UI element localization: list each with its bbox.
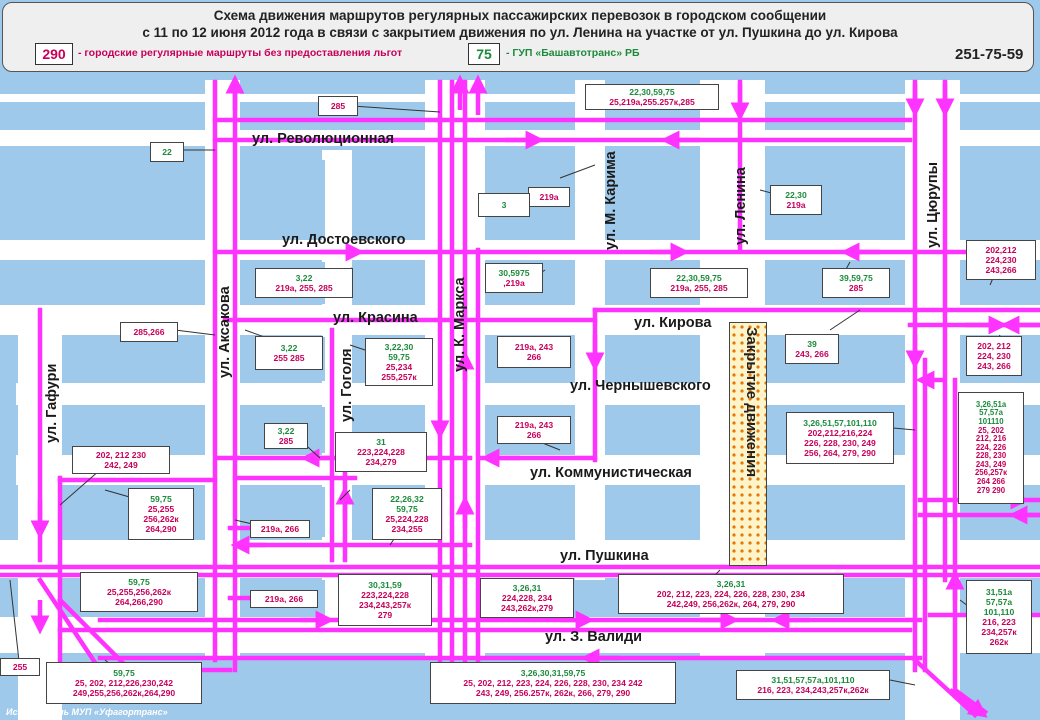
route-label: 202, 212 224, 230 243, 266: [966, 336, 1022, 376]
header-title-line1: Схема движения маршрутов регулярных пасс…: [213, 8, 827, 23]
route-label: 219а: [528, 187, 570, 207]
route-label: 285: [318, 96, 358, 116]
street-revolyutsionnaya: ул. Революционная: [252, 131, 395, 147]
legend-bash-text: - ГУП «Башавтотранс» РБ: [506, 47, 640, 59]
route-label: 219а, 243 266: [497, 336, 571, 368]
route-arrows: [30, 74, 1040, 718]
route-label: 202,212 224,230 243,266: [966, 240, 1036, 280]
street-aksakova: ул. Аксакова: [217, 286, 233, 378]
street-gafuri: ул. Гафури: [44, 363, 60, 443]
street-m-karima: ул. М. Карима: [603, 151, 619, 250]
route-label: 22: [150, 142, 184, 162]
street-krasina: ул. Красина: [333, 310, 418, 326]
street-gogolya: ул. Гоголя: [339, 348, 355, 422]
executor-credit: Исполнитель МУП «Уфагортранс»: [6, 707, 168, 717]
legend-city-badge: 290: [35, 43, 73, 65]
street-lenina: ул. Ленина: [733, 167, 749, 245]
road-closure-text: Закрытие движения: [743, 327, 760, 478]
route-label: 219а, 266: [250, 590, 318, 608]
street-kirova: ул. Кирова: [634, 315, 712, 331]
header-title-line2: с 11 по 12 июня 2012 года в связи с закр…: [142, 25, 898, 40]
legend-city-text: - городские регулярные маршруты без пред…: [78, 47, 403, 59]
street-chernyshevskogo: ул. Чернышевского: [570, 378, 711, 394]
street-pushkina: ул. Пушкина: [560, 548, 649, 564]
street-k-marksa: ул. К. Маркса: [452, 277, 468, 372]
street-tsyurupy: ул. Цюрупы: [925, 162, 941, 248]
phone-number: 251-75-59: [955, 46, 1024, 63]
route-label: 202, 212 230 242, 249: [72, 446, 170, 474]
route-label: 255: [0, 658, 40, 676]
route-label: 3: [478, 193, 530, 217]
header-panel: [2, 2, 1034, 72]
route-label: 285,266: [120, 322, 178, 342]
legend-bash-badge: 75: [468, 43, 500, 65]
route-label: 30,5975,219а: [485, 263, 543, 293]
route-label: 219а, 243 266: [497, 416, 571, 444]
route-label: 219а, 266: [250, 520, 310, 538]
road-closure-zone: Закрытие движения: [729, 322, 767, 566]
street-z-validi: ул. З. Валиди: [545, 629, 643, 645]
street-dostoevskogo: ул. Достоевского: [282, 232, 406, 248]
street-kommunisticheskaya: ул. Коммунистическая: [530, 465, 692, 481]
